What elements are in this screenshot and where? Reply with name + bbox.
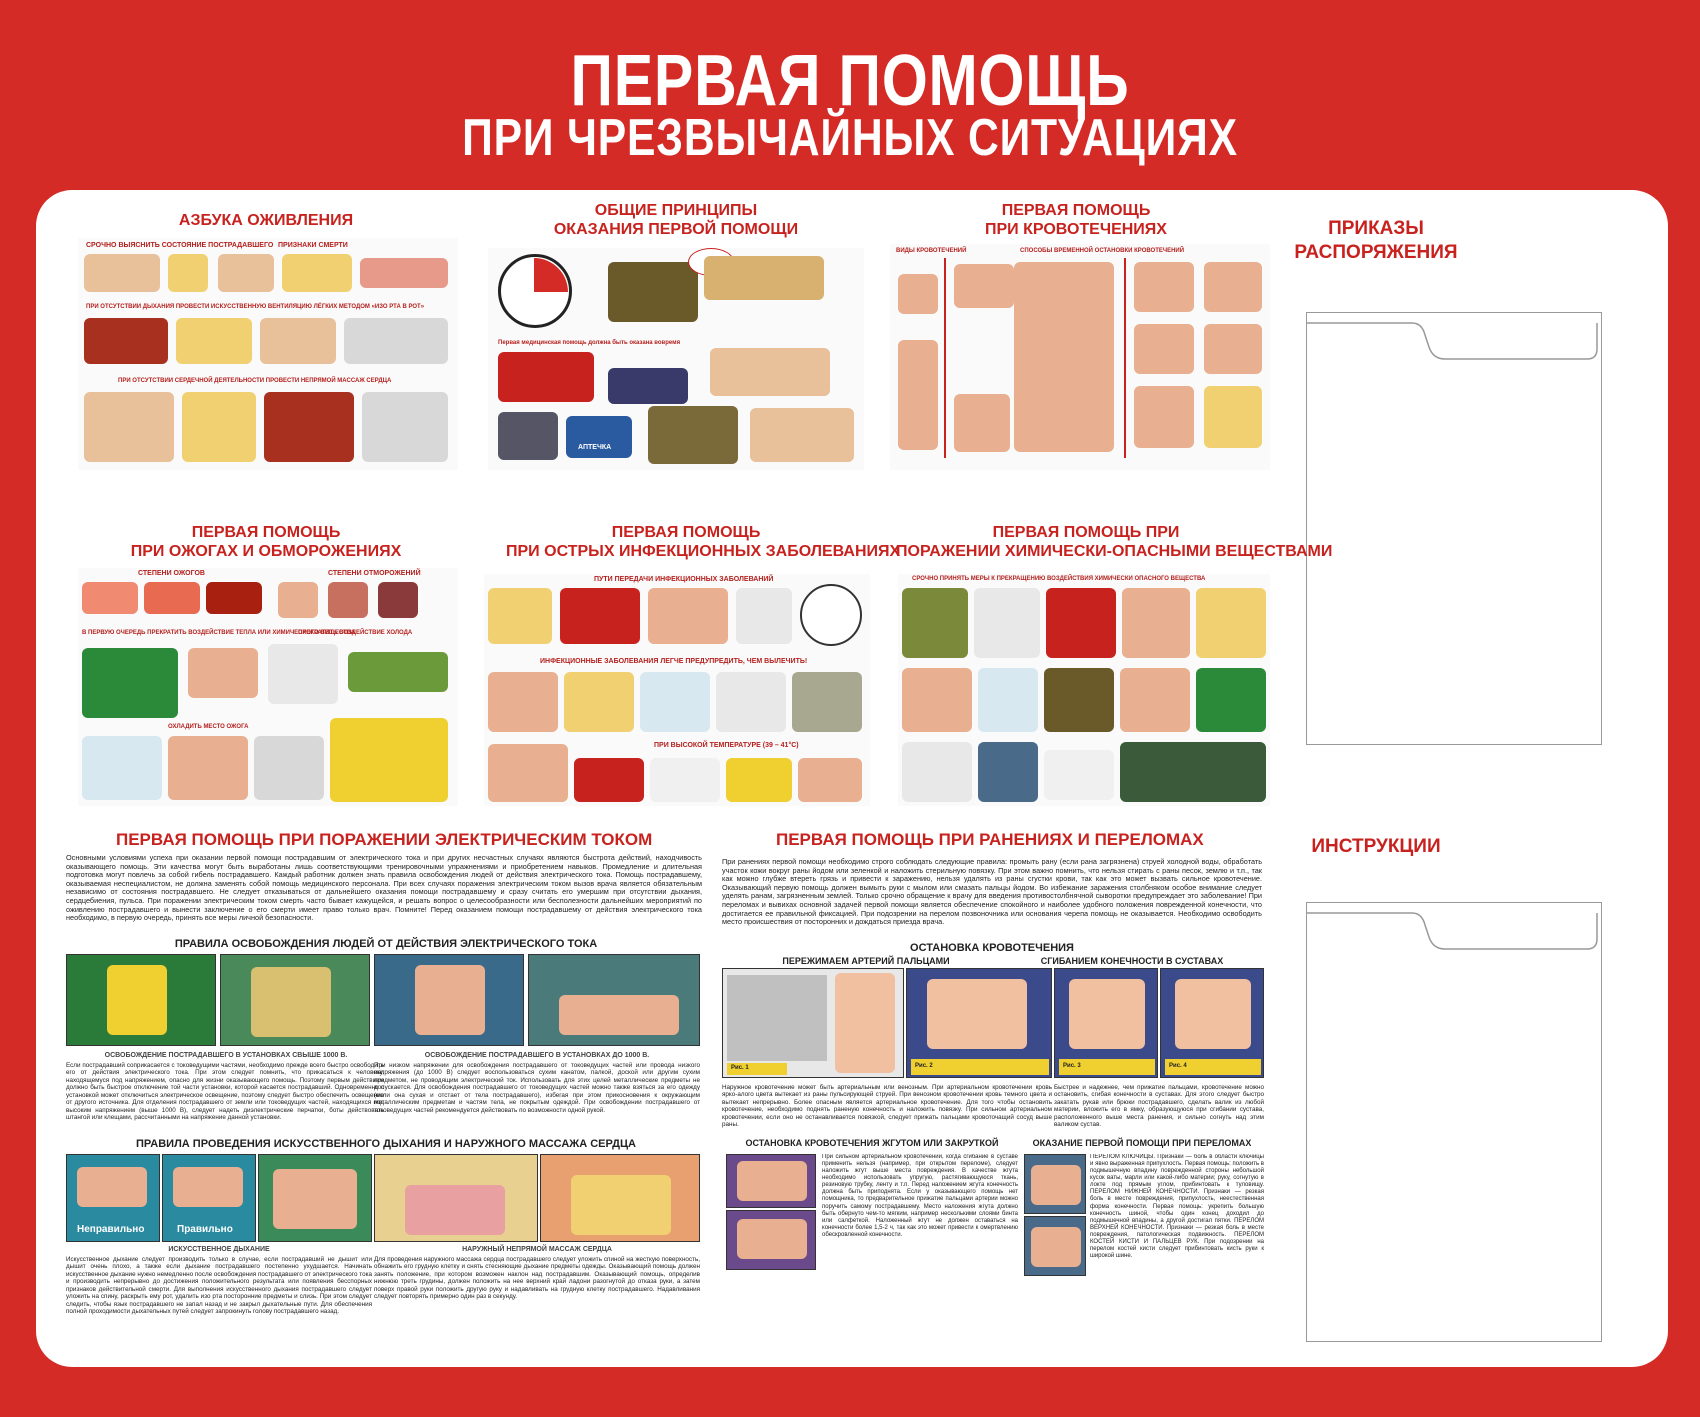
infections-label-1: ПУТИ ПЕРЕДАЧИ ИНФЕКЦИОННЫХ ЗАБОЛЕВАНИЙ <box>594 576 774 583</box>
cpr-pic-3 <box>258 1154 372 1242</box>
wounds-fig3-label: Рис. 3 <box>1063 1063 1081 1069</box>
cpr-text-breath: Искусственное дыхание следует производит… <box>66 1256 372 1315</box>
bleeding-title-1: ПЕРВАЯ ПОМОЩЬ <box>1001 202 1151 219</box>
wounds-fig-4: Рис. 4 <box>1160 968 1264 1078</box>
wounds-intro: При ранениях первой помощи необходимо ст… <box>722 858 1262 927</box>
chemical-title-2: ПОРАЖЕНИИ ХИМИЧЕСКИ-ОПАСНЫМИ ВЕЩЕСТВАМИ <box>896 543 1333 560</box>
burns-label-1: СТЕПЕНИ ОЖОГОВ <box>138 570 205 577</box>
cpr-tag-right: Правильно <box>177 1224 233 1235</box>
revival-label-2: ПРИЗНАКИ СМЕРТИ <box>278 242 348 249</box>
cpr-caption-massage: НАРУЖНЫЙ НЕПРЯМОЙ МАССАЖ СЕРДЦА <box>462 1246 612 1253</box>
electric-intro: Основными условиями успеха при оказании … <box>66 854 702 923</box>
poster-title: ПЕРВАЯ ПОМОЩЬ <box>570 41 1130 121</box>
electric-title: ПЕРВАЯ ПОМОЩЬ ПРИ ПОРАЖЕНИИ ЭЛЕКТРИЧЕСКИ… <box>116 830 653 849</box>
infections-title-2: ПРИ ОСТРЫХ ИНФЕКЦИОННЫХ ЗАБОЛЕВАНИЯХ <box>506 543 901 560</box>
wounds-text-tourniquet: При сильном артериальном кровотечении, к… <box>822 1154 1018 1238</box>
tourniquet-pic-1 <box>726 1154 816 1208</box>
wounds-bleeding-title: ОСТАНОВКА КРОВОТЕЧЕНИЯ <box>910 942 1074 954</box>
bleeding-title-2: ПРИ КРОВОТЕЧЕНИЯХ <box>985 221 1167 238</box>
principles-title-2: ОКАЗАНИЯ ПЕРВОЙ ПОМОЩИ <box>553 221 799 238</box>
orders-title-1: ПРИКАЗЫ <box>1328 218 1424 239</box>
cpr-pic-4 <box>374 1154 538 1242</box>
burns-label-2: СТЕПЕНИ ОТМОРОЖЕНИЙ <box>328 570 421 577</box>
wounds-fig-1: Рис. 1 <box>722 968 904 1078</box>
burns-title-2: ПРИ ОЖОГАХ И ОБМОРОЖЕНИЯХ <box>130 543 402 560</box>
electric-pic-1 <box>66 954 216 1046</box>
burns-label-4: ПРЕКРАТИТЬ ВОЗДЕЙСТВИЕ ХОЛОДА <box>298 630 413 636</box>
instructions-title: ИНСТРУКЦИИ <box>1311 836 1441 857</box>
burns-label-5: ОХЛАДИТЬ МЕСТО ОЖОГА <box>168 724 249 730</box>
principles-panel: Первая медицинская помощь должна быть ок… <box>488 248 864 470</box>
burns-panel: СТЕПЕНИ ОЖОГОВ СТЕПЕНИ ОТМОРОЖЕНИЙ В ПЕР… <box>78 568 458 806</box>
principles-kit-label: АПТЕЧКА <box>578 444 612 451</box>
poster-board: АЗБУКА ОЖИВЛЕНИЯ СРОЧНО ВЫЯСНИТЬ СОСТОЯН… <box>36 190 1668 1367</box>
wounds-fig1-label: Рис. 1 <box>731 1065 749 1071</box>
wounds-fractures-title: ОКАЗАНИЕ ПЕРВОЙ ПОМОЩИ ПРИ ПЕРЕЛОМАХ <box>1032 1138 1252 1148</box>
chemical-title-1: ПЕРВАЯ ПОМОЩЬ ПРИ <box>992 524 1180 541</box>
bleeding-panel: ВИДЫ КРОВОТЕЧЕНИЙ СПОСОБЫ ВРЕМЕННОЙ ОСТА… <box>890 244 1270 470</box>
cpr-caption-breath: ИСКУССТВЕННОЕ ДЫХАНИЕ <box>168 1246 270 1253</box>
revival-label-3: ПРИ ОТСУТСТВИИ ДЫХАНИЯ ПРОВЕСТИ ИСКУССТВ… <box>86 304 425 310</box>
tourniquet-pic-2 <box>726 1210 816 1270</box>
wounds-text-flexion: Быстрее и надежнее, чем прижатие пальцам… <box>1054 1084 1264 1129</box>
cpr-pic-wrong: Неправильно <box>66 1154 160 1242</box>
fracture-pic-2 <box>1024 1216 1086 1276</box>
bleeding-label-2: СПОСОБЫ ВРЕМЕННОЙ ОСТАНОВКИ КРОВОТЕЧЕНИЙ <box>1020 248 1185 254</box>
wounds-title: ПЕРВАЯ ПОМОЩЬ ПРИ РАНЕНИЯХ И ПЕРЕЛОМАХ <box>776 830 1204 849</box>
electric-rules-title: ПРАВИЛА ОСВОБОЖДЕНИЯ ЛЮДЕЙ ОТ ДЕЙСТВИЯ Э… <box>174 938 598 950</box>
infections-panel: ПУТИ ПЕРЕДАЧИ ИНФЕКЦИОННЫХ ЗАБОЛЕВАНИЙ И… <box>484 574 870 806</box>
orders-pocket[interactable] <box>1306 312 1602 745</box>
poster-subtitle: ПРИ ЧРЕЗВЫЧАЙНЫХ СИТУАЦИЯХ <box>462 109 1238 167</box>
cpr-pic-right: Правильно <box>162 1154 256 1242</box>
fracture-pic-1 <box>1024 1154 1086 1214</box>
wounds-sub-fingers: ПЕРЕЖИМАЕМ АРТЕРИЙ ПАЛЬЦАМИ <box>782 956 950 966</box>
electric-caption-low: ОСВОБОЖДЕНИЕ ПОСТРАДАВШЕГО В УСТАНОВКАХ … <box>424 1052 650 1059</box>
wounds-fig4-label: Рис. 4 <box>1169 1063 1187 1069</box>
electric-text-high: Если пострадавший соприкасается с токове… <box>66 1062 384 1121</box>
wounds-tourniquet-title: ОСТАНОВКА КРОВОТЕЧЕНИЯ ЖГУТОМ ИЛИ ЗАКРУТ… <box>745 1138 999 1148</box>
cpr-tag-wrong: Неправильно <box>77 1224 145 1235</box>
principles-title-1: ОБЩИЕ ПРИНЦИПЫ <box>594 202 758 219</box>
wounds-fig-2: Рис. 2 <box>906 968 1052 1078</box>
wounds-text-fractures: ПЕРЕЛОМ КЛЮЧИЦЫ. Признаки — боль в облас… <box>1090 1154 1264 1260</box>
burns-title-1: ПЕРВАЯ ПОМОЩЬ <box>191 524 341 541</box>
chemical-label-1: СРОЧНО ПРИНЯТЬ МЕРЫ К ПРЕКРАЩЕНИЮ ВОЗДЕЙ… <box>912 576 1206 582</box>
revival-label-4: ПРИ ОТСУТСТВИИ СЕРДЕЧНОЙ ДЕЯТЕЛЬНОСТИ ПР… <box>118 378 392 384</box>
revival-label-1: СРОЧНО ВЫЯСНИТЬ СОСТОЯНИЕ ПОСТРАДАВШЕГО <box>86 242 274 249</box>
cpr-text-massage: Для проведения наружного массажа сердца … <box>374 1256 700 1301</box>
chemical-panel: СРОЧНО ПРИНЯТЬ МЕРЫ К ПРЕКРАЩЕНИЮ ВОЗДЕЙ… <box>898 574 1270 806</box>
instructions-pocket[interactable] <box>1306 902 1602 1342</box>
electric-cpr-title: ПРАВИЛА ПРОВЕДЕНИЯ ИСКУССТВЕННОГО ДЫХАНИ… <box>136 1138 636 1150</box>
electric-text-low: При низком напряжении для освобождения п… <box>374 1062 700 1114</box>
infections-title-1: ПЕРВАЯ ПОМОЩЬ <box>611 524 761 541</box>
infections-label-3: ПРИ ВЫСОКОЙ ТЕМПЕРАТУРЕ (39 – 41°C) <box>654 742 799 749</box>
electric-caption-high: ОСВОБОЖДЕНИЕ ПОСТРАДАВШЕГО В УСТАНОВКАХ … <box>104 1052 348 1059</box>
cpr-pic-5 <box>540 1154 700 1242</box>
bleeding-label-1: ВИДЫ КРОВОТЕЧЕНИЙ <box>896 248 967 254</box>
wounds-text-fingers: Наружное кровотечение может быть артериа… <box>722 1084 1052 1129</box>
electric-pic-4 <box>528 954 700 1046</box>
burns-label-3: В ПЕРВУЮ ОЧЕРЕДЬ ПРЕКРАТИТЬ ВОЗДЕЙСТВИЕ … <box>82 630 356 636</box>
principles-label-1: Первая медицинская помощь должна быть ок… <box>498 340 681 346</box>
wounds-sub-flexion: СГИБАНИЕМ КОНЕЧНОСТИ В СУСТАВАХ <box>1040 956 1224 966</box>
orders-title-2: РАСПОРЯЖЕНИЯ <box>1294 242 1458 263</box>
wounds-fig2-label: Рис. 2 <box>915 1063 933 1069</box>
revival-panel: СРОЧНО ВЫЯСНИТЬ СОСТОЯНИЕ ПОСТРАДАВШЕГО … <box>78 238 458 470</box>
revival-title: АЗБУКА ОЖИВЛЕНИЯ <box>178 212 354 229</box>
electric-pic-3 <box>374 954 524 1046</box>
electric-pic-2 <box>220 954 370 1046</box>
wounds-fig-3: Рис. 3 <box>1054 968 1158 1078</box>
infections-label-2: ИНФЕКЦИОННЫЕ ЗАБОЛЕВАНИЯ ЛЕГЧЕ ПРЕДУПРЕД… <box>540 658 808 665</box>
